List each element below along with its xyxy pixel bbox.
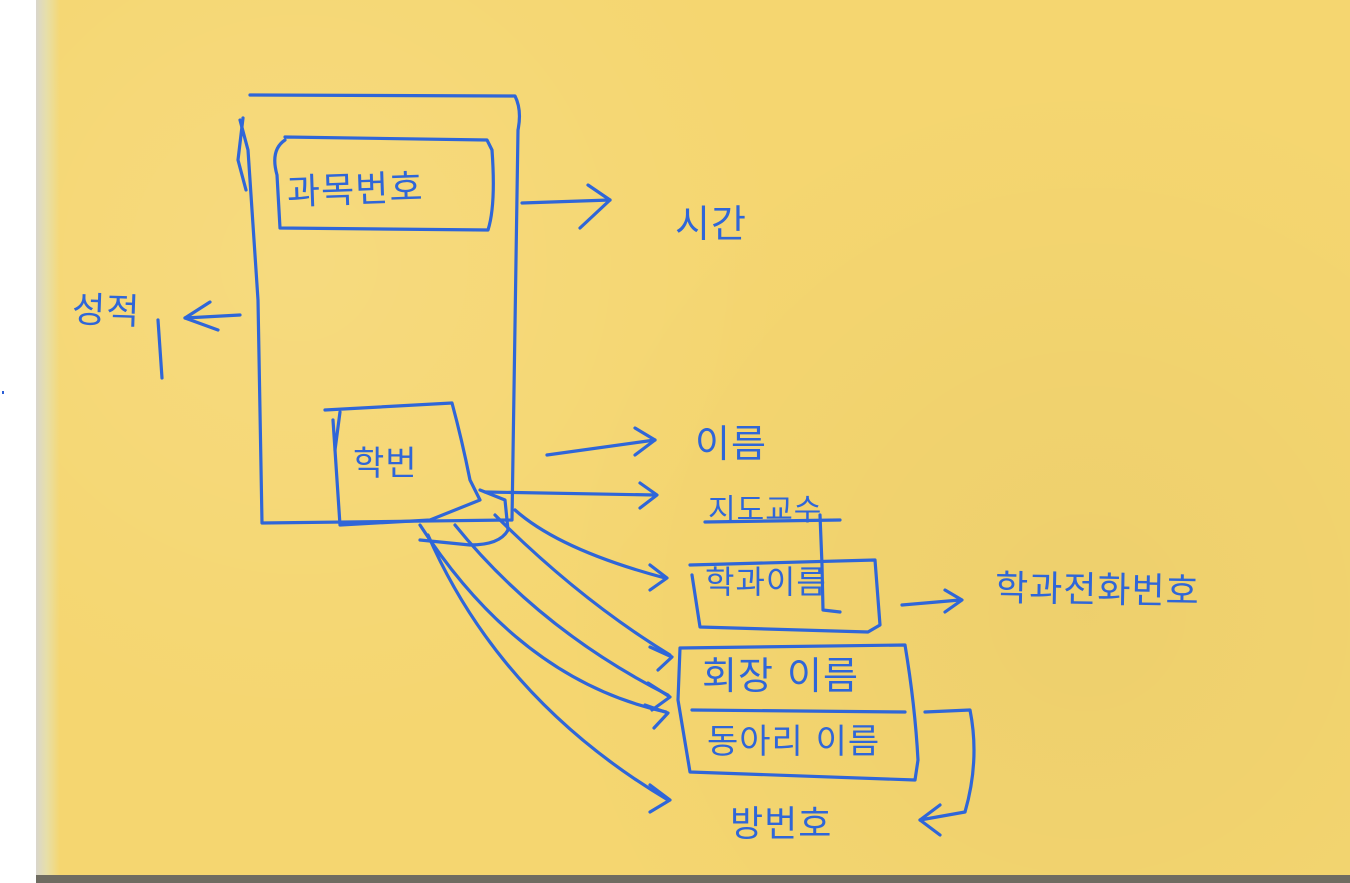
- room-number-label: 방번호: [730, 804, 833, 845]
- arrow-to-room-head: [648, 783, 672, 814]
- bottom-edge-bar: [36, 875, 1350, 883]
- arrow-to-major-head: [638, 481, 659, 510]
- grade-label: 성적: [71, 289, 141, 334]
- arrow-to-club-1-head: [648, 645, 674, 672]
- stray-mark: [2, 391, 4, 394]
- loop-arrow-to-room: [918, 708, 976, 822]
- loop-arrow-to-room-head: [918, 803, 942, 837]
- paper-edge-shadow: [36, 0, 60, 875]
- arrow-to-club-3: [418, 523, 668, 714]
- course-number-label: 과목번호: [286, 167, 425, 214]
- grade-underline-stroke: [156, 318, 164, 380]
- course-number-box: [273, 135, 495, 232]
- arrow-to-time: [520, 198, 612, 205]
- advisor-label: 지도교수: [708, 493, 823, 528]
- arrow-to-club-1: [493, 513, 672, 657]
- name-label: 이름: [695, 422, 767, 466]
- arrow-to-name-head: [633, 426, 657, 457]
- arrow-to-grade: [183, 313, 242, 320]
- main-entity-box: [238, 93, 522, 525]
- club-box: [676, 643, 920, 782]
- arrow-to-department-phone-head: [943, 588, 964, 614]
- arrow-to-department-phone: [900, 598, 962, 607]
- main-entity-box-left-tick: [236, 116, 248, 192]
- arrow-to-department: [513, 508, 667, 580]
- arrow-to-time-head: [578, 183, 612, 230]
- department-box: [688, 558, 882, 634]
- student-number-label: 학번: [353, 444, 418, 484]
- student-number-box: [323, 401, 482, 527]
- student-number-box-left-tick: [333, 410, 342, 452]
- arrow-to-major: [483, 490, 657, 497]
- left-margin: [0, 0, 36, 883]
- department-box-inner-divider: [818, 513, 842, 614]
- arrow-to-room: [426, 533, 670, 802]
- department-name-label: 학과이름: [705, 563, 827, 601]
- arrow-to-club-3-head: [643, 703, 670, 730]
- yellow-paper-background: [36, 0, 1350, 875]
- club-name-label: 동아리 이름: [707, 722, 881, 762]
- department-phone-label: 학과전화번호: [994, 568, 1201, 613]
- arrow-to-name: [545, 438, 657, 457]
- arrow-to-club-2: [453, 523, 670, 697]
- major-underline: [703, 518, 842, 524]
- arrow-to-club-2-head: [646, 681, 672, 712]
- time-label: 시간: [675, 202, 747, 246]
- arrow-to-grade-head: [183, 300, 220, 332]
- club-box-divider: [690, 708, 907, 714]
- arrow-to-department-head: [648, 563, 669, 592]
- president-name-label: 회장 이름: [702, 654, 859, 698]
